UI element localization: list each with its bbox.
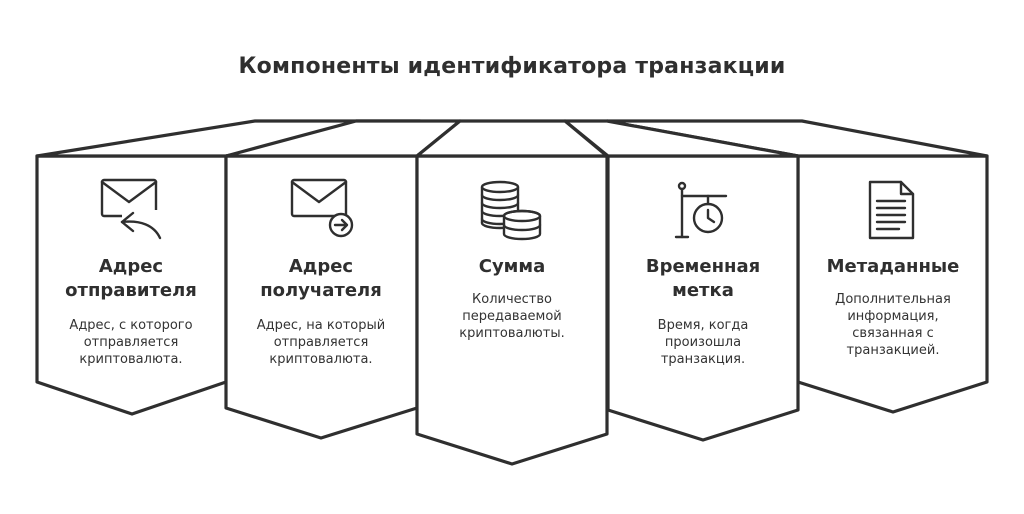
heading-line: Адрес: [98, 256, 164, 277]
desc-line: Количество: [472, 292, 552, 307]
document-icon: [868, 180, 915, 240]
panel-heading: Временная метка: [613, 255, 793, 303]
heading-line: Метаданные: [826, 256, 960, 277]
panel-heading: Сумма: [422, 255, 602, 279]
heading-line: получателя: [260, 280, 382, 301]
desc-line: передаваемой: [462, 309, 562, 324]
desc-line: связанная с: [852, 326, 934, 341]
desc-line: транзакция.: [660, 352, 746, 367]
panel-sender-address: Адрес отправителя Адрес, с которого отпр…: [41, 255, 221, 368]
desc-line: Адрес, на который: [256, 318, 386, 333]
desc-line: отправляется: [83, 335, 179, 350]
panel-4-shape: [563, 119, 800, 442]
panel-metadata: Метаданные Дополнительная информация, св…: [803, 255, 983, 359]
panel-heading: Адрес получателя: [231, 255, 411, 303]
panel-description: Адрес, на который отправляется криптовал…: [231, 317, 411, 368]
desc-line: криптовалюты.: [459, 326, 565, 341]
desc-line: криптовалюта.: [269, 352, 373, 367]
clock-sign-icon: [674, 181, 728, 239]
heading-line: Сумма: [478, 256, 546, 277]
heading-line: отправителя: [65, 280, 197, 301]
envelope-reply-icon: [100, 178, 162, 240]
heading-line: Временная: [645, 256, 761, 277]
panel-2-shape: [224, 119, 462, 440]
panel-recipient-address: Адрес получателя Адрес, на который отпра…: [231, 255, 411, 368]
panel-description: Адрес, с которого отправляется криптовал…: [41, 317, 221, 368]
desc-line: произошла: [664, 335, 742, 350]
coin-stack-icon: [480, 180, 542, 241]
desc-line: криптовалюта.: [79, 352, 183, 367]
panel-heading: Метаданные: [803, 255, 983, 279]
desc-line: Время, когда: [657, 318, 749, 333]
panel-heading: Адрес отправителя: [41, 255, 221, 303]
page-title: Компоненты идентификатора транзакции: [238, 54, 786, 79]
panel-timestamp: Временная метка Время, когда произошла т…: [613, 255, 793, 368]
desc-line: отправляется: [273, 335, 369, 350]
panel-3-shape: [415, 119, 609, 466]
heading-line: Адрес: [288, 256, 354, 277]
panel-description: Время, когда произошла транзакция.: [613, 317, 793, 368]
panel-description: Количество передаваемой криптовалюты.: [422, 291, 602, 342]
desc-line: Дополнительная: [835, 292, 951, 307]
desc-line: информация,: [847, 309, 939, 324]
panel-amount: Сумма Количество передаваемой криптовалю…: [422, 255, 602, 342]
heading-line: метка: [672, 280, 734, 301]
desc-line: Адрес, с которого: [69, 318, 193, 333]
envelope-arrow-icon: [290, 178, 354, 238]
desc-line: транзакцией.: [846, 343, 940, 358]
panel-description: Дополнительная информация, связанная с т…: [803, 291, 983, 359]
